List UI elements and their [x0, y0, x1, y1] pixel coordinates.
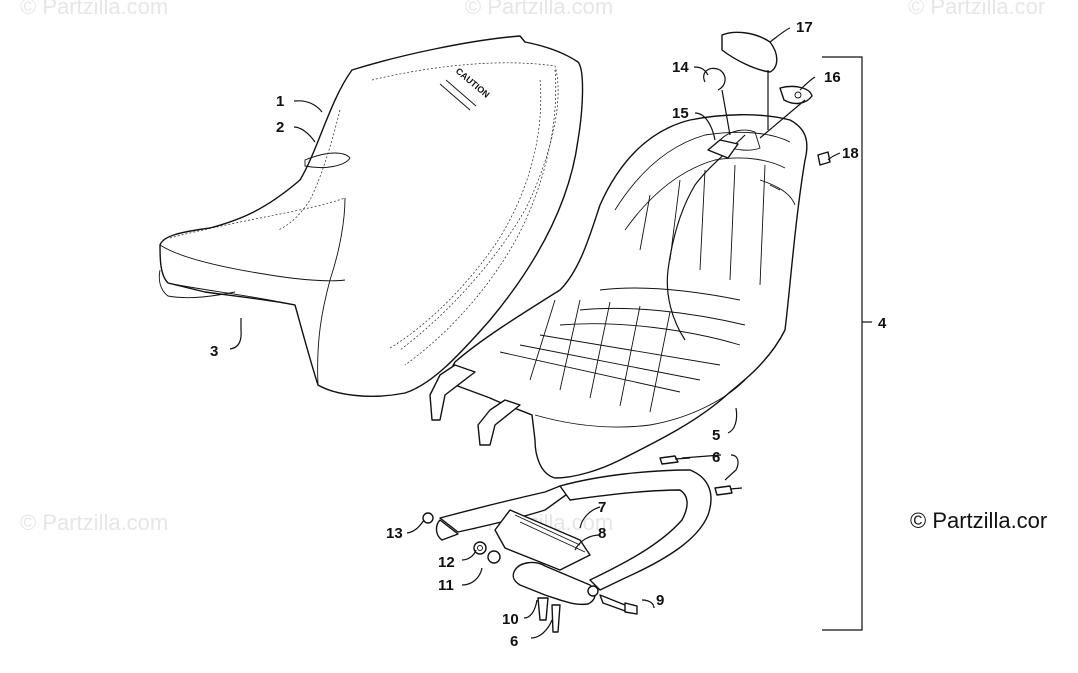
watermark: © Partzilla.com — [20, 510, 169, 535]
leader-lines — [229, 27, 841, 639]
support-frame — [435, 469, 712, 615]
callout-16: 16 — [824, 69, 841, 86]
callout-6: 6 — [712, 449, 720, 466]
callout-15: 15 — [672, 105, 689, 122]
seat-cushion: CAUTION — [158, 35, 584, 397]
callout-9: 9 — [656, 592, 664, 609]
clip-ring — [703, 67, 726, 91]
bolt-18 — [817, 151, 831, 166]
watermark: © Partzilla.cor — [908, 0, 1046, 19]
seat-latch — [779, 85, 813, 105]
callout-11: 11 — [438, 577, 454, 594]
callout-7: 7 — [598, 499, 606, 516]
callout-14: 14 — [672, 59, 689, 76]
callout-3: 3 — [210, 343, 218, 360]
callout-13: 13 — [386, 525, 403, 542]
watermark: © Partzilla.com — [20, 0, 169, 19]
callout-1: 1 — [276, 93, 284, 110]
hardware — [422, 455, 743, 633]
group-bracket — [822, 56, 863, 631]
callout-8: 8 — [598, 525, 606, 542]
callout-6: 6 — [510, 633, 518, 650]
callout-18: 18 — [842, 145, 859, 162]
callout-17: 17 — [796, 19, 813, 36]
callout-10: 10 — [502, 611, 519, 628]
callout-12: 12 — [438, 554, 455, 571]
callout-4: 4 — [878, 315, 887, 332]
callout-labels: 1 2 3 4 5 6 6 7 8 9 10 11 12 13 14 15 16… — [210, 19, 887, 650]
watermark: © Partzilla.com — [465, 0, 614, 19]
callout-2: 2 — [276, 119, 284, 136]
callout-5: 5 — [712, 427, 720, 444]
copyright-notice: © Partzilla.cor — [910, 508, 1048, 533]
latch-cover — [721, 31, 778, 73]
seat-base-pan — [429, 114, 808, 479]
